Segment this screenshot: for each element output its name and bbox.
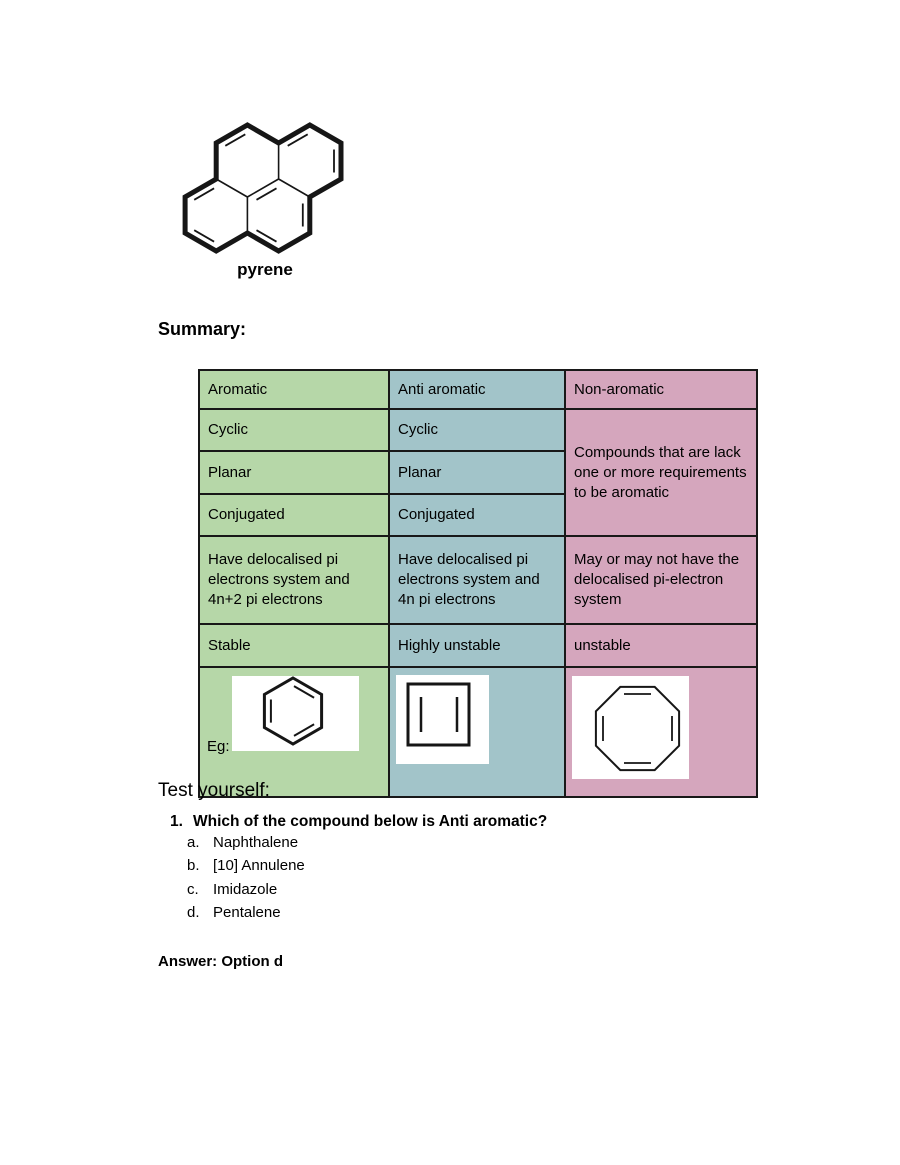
option-b-text: [10] Annulene — [213, 857, 305, 875]
non-aromatic-merged-cell: Compounds that are lack one or more requ… — [564, 408, 758, 537]
anti-aromatic-example-cell — [388, 666, 566, 798]
anti-stable-cell: Highly unstable — [388, 623, 566, 668]
option-a: a. Naphthalene — [187, 831, 305, 854]
header-aromatic: Aromatic — [198, 369, 390, 410]
aromatic-example-cell: Eg: — [198, 666, 390, 798]
summary-table-wrap: Aromatic Anti aromatic Non-aromatic Cycl… — [198, 369, 758, 798]
cyclooctatetraene-structure-image — [594, 685, 681, 772]
question-number: 1. — [170, 813, 183, 830]
question-text: Which of the compound below is Anti arom… — [193, 813, 548, 830]
cyclobutadiene-image-box — [396, 675, 489, 764]
table-row: Planar Planar — [198, 450, 757, 495]
pyrene-structure-image — [182, 122, 344, 254]
non-aromatic-stable-cell: unstable — [564, 623, 758, 668]
aromatic-electrons-cell: Have delocalised pi electrons system and… — [198, 535, 390, 625]
option-c-text: Imidazole — [213, 880, 278, 898]
table-row: Cyclic Cyclic Compounds that are lack on… — [198, 408, 758, 537]
summary-heading: Summary: — [158, 319, 247, 339]
anti-conjugated-cell: Conjugated — [388, 493, 566, 537]
aromatic-conjugated-cell: Conjugated — [198, 493, 390, 537]
aromatic-cyclic-cell: Cyclic — [198, 408, 390, 452]
option-c: c. Imidazole — [187, 878, 305, 901]
quiz-question: 1. Which of the compound below is Anti a… — [170, 813, 547, 831]
benzene-structure-image — [262, 676, 324, 746]
option-b: b. [10] Annulene — [187, 854, 305, 877]
option-d-text: Pentalene — [213, 904, 281, 922]
cyclobutadiene-structure-image — [406, 682, 471, 747]
option-d: d. Pentalene — [187, 901, 305, 924]
header-non-aromatic: Non-aromatic — [564, 369, 758, 410]
quiz-options: a. Naphthalene b. [10] Annulene c. Imida… — [187, 831, 305, 925]
pyrene-caption: pyrene — [237, 260, 293, 279]
aromatic-stable-cell: Stable — [198, 623, 390, 668]
table-row: Conjugated Conjugated — [198, 493, 757, 537]
option-a-letter: a. — [187, 834, 200, 851]
summary-table: Aromatic Anti aromatic Non-aromatic Cycl… — [198, 369, 758, 798]
option-b-letter: b. — [187, 857, 200, 875]
benzene-image-box — [232, 676, 359, 751]
option-c-letter: c. — [187, 880, 199, 898]
header-anti-aromatic: Anti aromatic — [388, 369, 566, 410]
anti-cyclic-cell: Cyclic — [388, 408, 566, 452]
anti-electrons-cell: Have delocalised pi electrons system and… — [388, 535, 566, 625]
cyclooctatetraene-image-box — [572, 676, 689, 779]
table-example-row: Eg: — [198, 666, 758, 798]
answer-line: Answer: Option d — [158, 953, 283, 970]
table-row: Stable Highly unstable unstable — [198, 623, 758, 668]
table-row: Have delocalised pi electrons system and… — [198, 535, 758, 625]
option-a-text: Naphthalene — [213, 834, 299, 851]
eg-label: Eg: — [207, 738, 230, 755]
non-aromatic-electrons-cell: May or may not have the delocalised pi-e… — [564, 535, 758, 625]
test-yourself-heading: Test yourself: — [158, 780, 270, 801]
non-aromatic-example-cell — [564, 666, 758, 798]
table-header-row: Aromatic Anti aromatic Non-aromatic — [198, 369, 758, 410]
anti-planar-cell: Planar — [388, 450, 566, 495]
option-d-letter: d. — [187, 904, 200, 922]
aromatic-planar-cell: Planar — [198, 450, 390, 495]
